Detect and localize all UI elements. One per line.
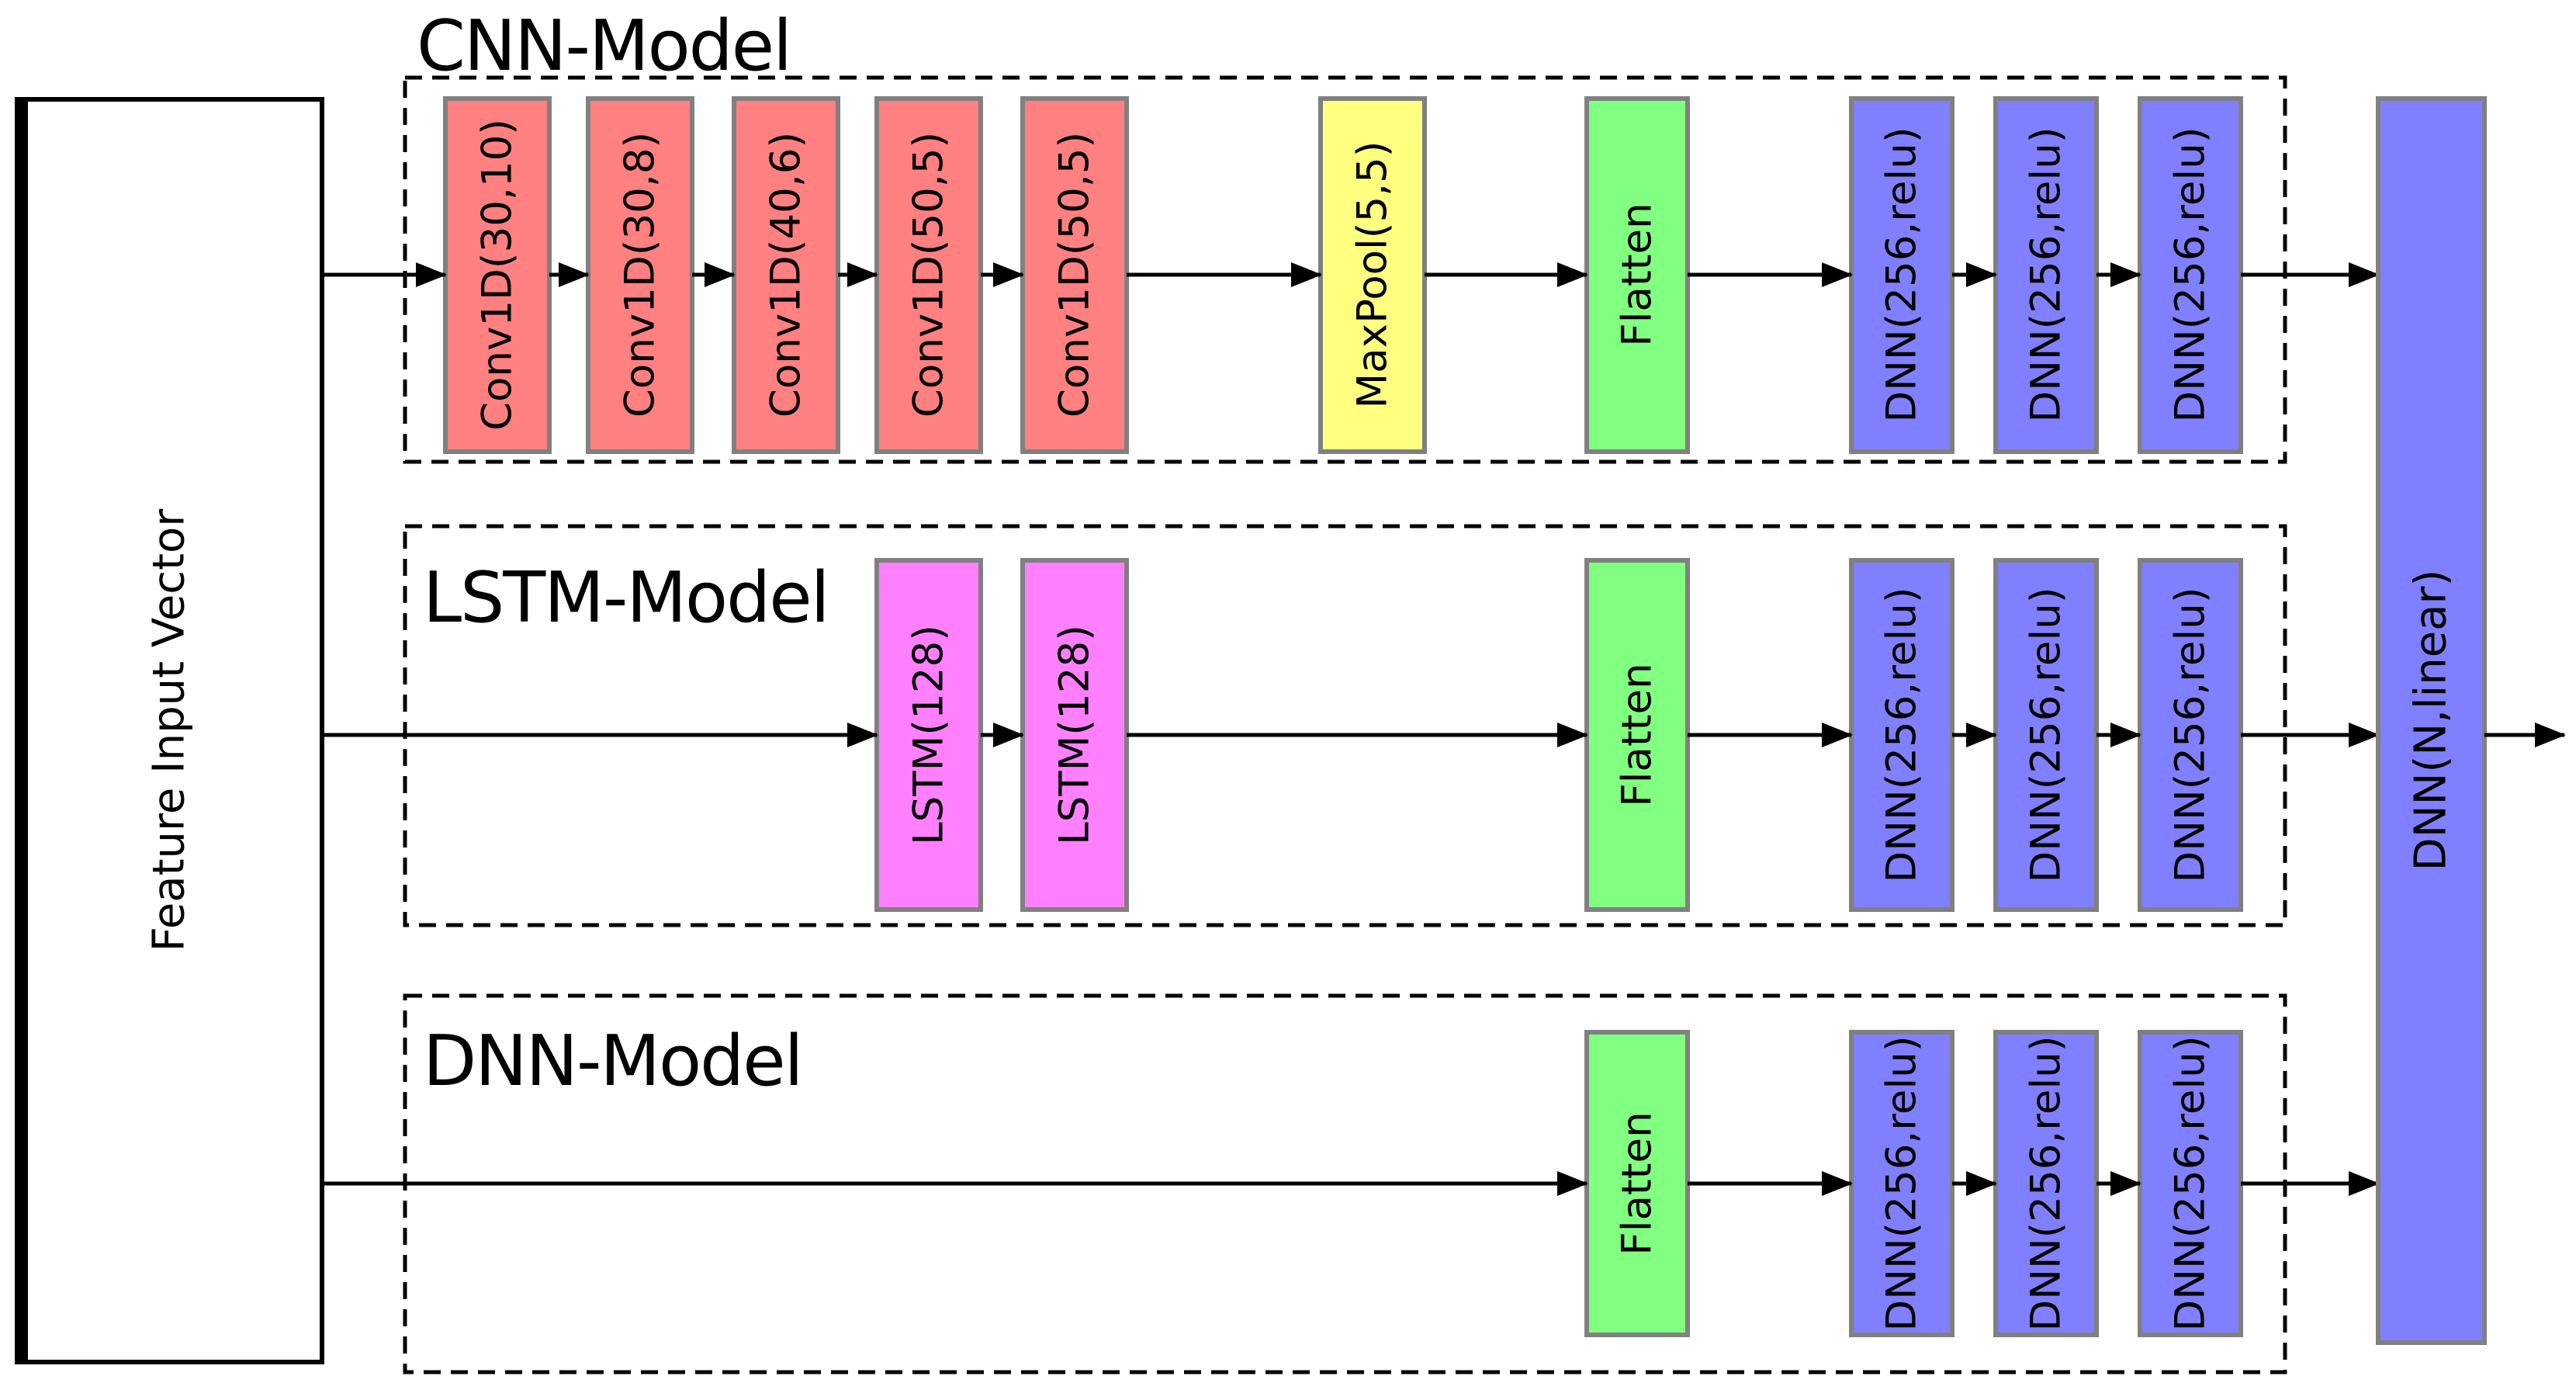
lstm-dnn-1-label: DNN(256,relu) xyxy=(1878,587,1926,882)
cnn-flatten-label: Flatten xyxy=(1614,203,1661,346)
dnn-dnn-3-label: DNN(256,relu) xyxy=(2167,1035,2214,1331)
cnn-model-title: CNN-Model xyxy=(417,5,791,87)
lstm-dnn-2-label: DNN(256,relu) xyxy=(2023,587,2070,882)
lstm-flatten-label: Flatten xyxy=(1614,663,1661,806)
cnn-maxpool-label: MaxPool(5,5) xyxy=(1349,141,1397,409)
dnn-model-title: DNN-Model xyxy=(423,1021,802,1102)
dnn-dnn-1-block xyxy=(1849,1030,1955,1337)
dnn-dnn-1-label: DNN(256,relu) xyxy=(1878,1035,1926,1331)
lstm-2-label: LSTM(128) xyxy=(1051,625,1099,845)
dnn-flatten-label: Flatten xyxy=(1614,1111,1661,1255)
dnn-dnn-2-label: DNN(256,relu) xyxy=(2023,1035,2070,1331)
lstm-model-title: LSTM-Model xyxy=(423,557,829,639)
feature-input-label: Feature Input Vector xyxy=(144,508,195,952)
cnn-dnn-2-label: DNN(256,relu) xyxy=(2023,127,2070,422)
lstm-1-label: LSTM(128) xyxy=(905,625,953,845)
output-dnn-label: DNN(N,linear) xyxy=(2406,570,2457,872)
cnn-flatten-block xyxy=(1584,96,1690,454)
lstm-dnn-3-block xyxy=(2138,558,2243,912)
cnn-conv1d-3-label: Conv1D(40,6) xyxy=(763,132,810,418)
feature-input-box xyxy=(15,97,324,1364)
cnn-conv1d-3-block xyxy=(732,96,840,454)
lstm-dnn-3-label: DNN(256,relu) xyxy=(2167,587,2214,882)
cnn-conv1d-1-label: Conv1D(30,10) xyxy=(474,119,521,431)
cnn-conv1d-2-label: Conv1D(30,8) xyxy=(617,132,664,418)
cnn-conv1d-4-label: Conv1D(50,5) xyxy=(905,132,953,418)
output-dnn-block xyxy=(2376,96,2487,1345)
cnn-model-dashed-box xyxy=(403,75,2287,464)
cnn-dnn-1-label: DNN(256,relu) xyxy=(1878,127,1926,422)
cnn-conv1d-5-label: Conv1D(50,5) xyxy=(1051,132,1099,418)
lstm-model-dashed-box xyxy=(403,524,2287,927)
cnn-conv1d-5-block xyxy=(1020,96,1129,454)
feature-input-box-left-edge xyxy=(17,99,28,1362)
lstm-dnn-2-block xyxy=(1993,558,2099,912)
cnn-dnn-3-label: DNN(256,relu) xyxy=(2167,127,2214,422)
dnn-dnn-2-block xyxy=(1993,1030,2099,1337)
